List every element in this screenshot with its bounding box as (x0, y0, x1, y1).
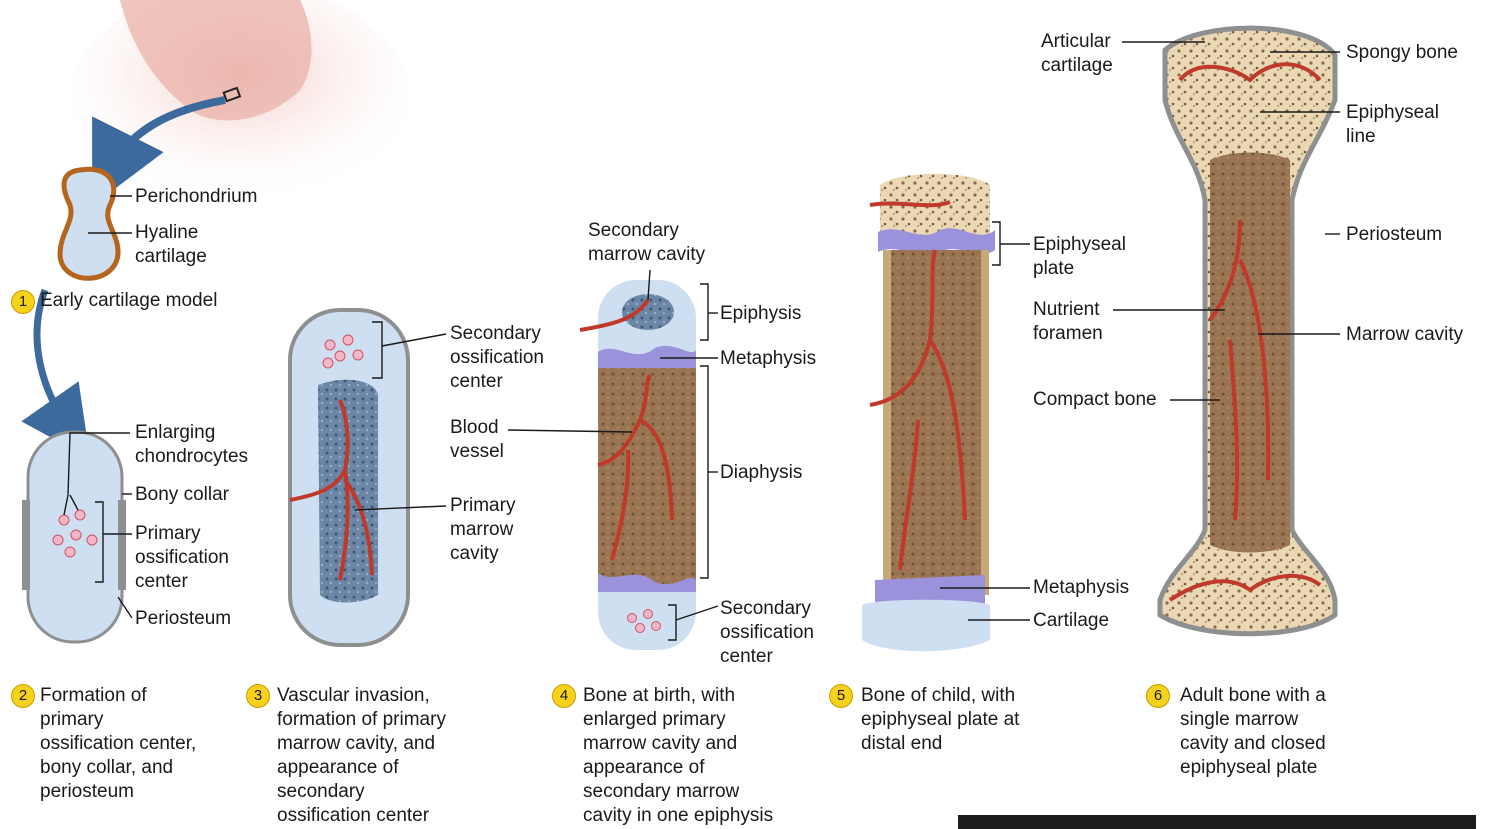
stage-2-bone (22, 432, 126, 642)
stage-4-caption: Bone at birth, with enlarged primary mar… (583, 684, 773, 828)
label-blood-vessel: Blood vessel (450, 416, 504, 464)
label-metaphysis-stage4: Metaphysis (720, 347, 816, 371)
label-secondary-marrow-cavity: Secondary marrow cavity (588, 219, 705, 267)
stage-3-caption: Vascular invasion, formation of primary … (277, 684, 446, 828)
stage-2-caption: Formation of primary ossification center… (40, 684, 196, 804)
stage-6-bone (1160, 28, 1335, 634)
step-badge-5: 5 (829, 684, 853, 708)
step-badge-2: 2 (11, 684, 35, 708)
label-primary-ossification-center: Primary ossification center (135, 522, 229, 594)
label-epiphysis: Epiphysis (720, 302, 801, 326)
label-enlarging-chondrocytes: Enlarging chondrocytes (135, 421, 248, 469)
label-perichondrium: Perichondrium (135, 185, 258, 209)
label-epiphyseal-line: Epiphyseal line (1346, 101, 1439, 149)
label-compact-bone: Compact bone (1033, 388, 1157, 412)
early-cartilage-model (60, 169, 118, 278)
label-secondary-ossification-center-stage4: Secondary ossification center (720, 597, 814, 669)
label-bony-collar: Bony collar (135, 483, 229, 507)
label-marrow-cavity: Marrow cavity (1346, 323, 1463, 347)
label-primary-marrow-cavity: Primary marrow cavity (450, 494, 515, 566)
stage-5-bone (862, 174, 995, 652)
label-diaphysis: Diaphysis (720, 461, 802, 485)
stage-5-caption: Bone of child, with epiphyseal plate at … (861, 684, 1019, 756)
step-badge-6: 6 (1146, 684, 1170, 708)
stage-3-bone (290, 310, 408, 645)
label-nutrient-foramen: Nutrient foramen (1033, 298, 1103, 346)
label-metaphysis-stage5: Metaphysis (1033, 576, 1129, 600)
label-periosteum-stage6: Periosteum (1346, 223, 1442, 247)
dark-overlay-panel (958, 815, 1476, 829)
label-articular-cartilage: Articular cartilage (1041, 30, 1113, 78)
stage-4-bone (580, 280, 696, 650)
label-hyaline-cartilage: Hyaline cartilage (135, 221, 207, 269)
label-cartilage: Cartilage (1033, 609, 1109, 633)
stage-1-caption: Early cartilage model (40, 289, 217, 313)
label-secondary-ossification-center-stage3: Secondary ossification center (450, 322, 544, 394)
label-spongy-bone: Spongy bone (1346, 41, 1458, 65)
step-badge-1: 1 (11, 290, 35, 314)
step-badge-3: 3 (246, 684, 270, 708)
step-badge-4: 4 (552, 684, 576, 708)
fetal-limb-illustration (70, 0, 410, 205)
stage-6-caption: Adult bone with a single marrow cavity a… (1180, 684, 1326, 780)
label-periosteum-stage2: Periosteum (135, 607, 231, 631)
label-epiphyseal-plate: Epiphyseal plate (1033, 233, 1126, 281)
